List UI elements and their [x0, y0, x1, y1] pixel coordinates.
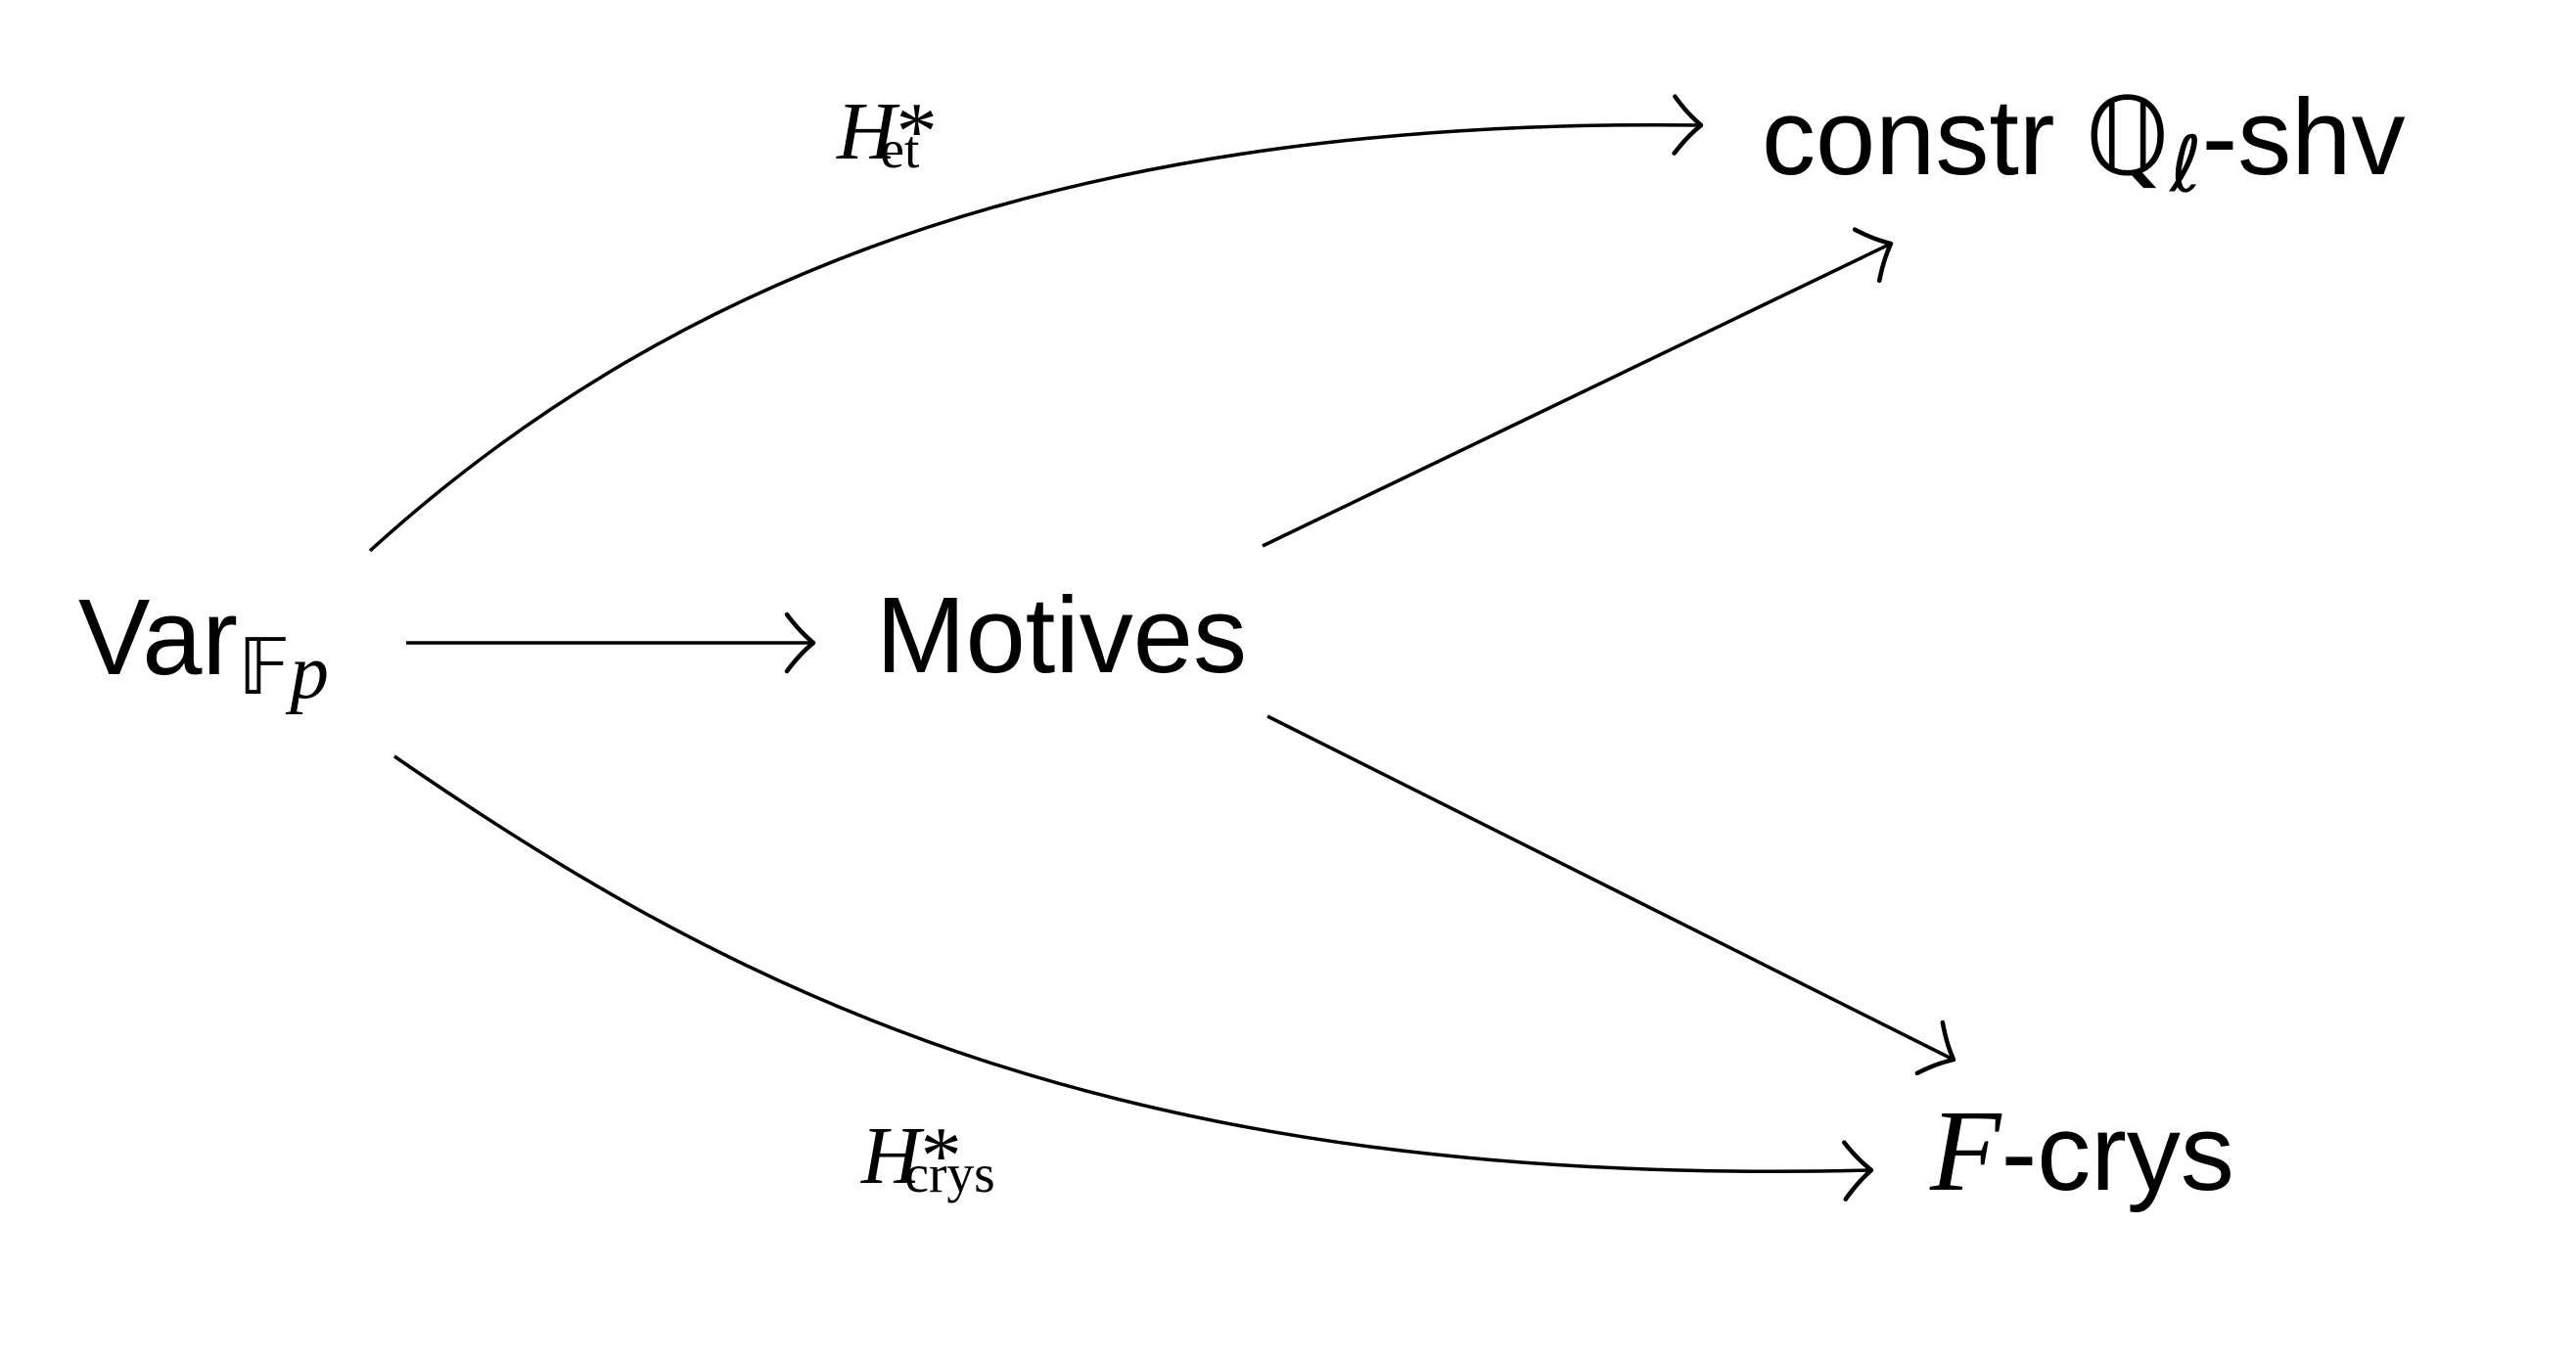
edge-motives-to-constr	[1262, 227, 1894, 548]
label-h-et: H* et	[837, 83, 938, 182]
edge-var-to-fcrys-arc	[393, 754, 1874, 1201]
node-var-fp: Var𝔽p	[78, 573, 329, 719]
h-crys-base: H	[861, 1111, 921, 1201]
motives-word: Motives	[876, 575, 1247, 696]
edge-var-to-constr-arc	[368, 94, 1704, 553]
constr-suffix: -shv	[2201, 77, 2406, 198]
var-word: Var	[78, 577, 239, 698]
fcrys-suffix: -crys	[2001, 1093, 2234, 1213]
edge-motives-to-fcrys	[1266, 714, 1956, 1076]
blackboard-q: ℚ	[2085, 74, 2170, 200]
constr-word: constr	[1762, 77, 2055, 198]
constr-sub-ell: ℓ	[2169, 118, 2202, 210]
h-et-sub: et	[880, 118, 920, 179]
node-f-crys: F-crys	[1930, 1089, 2234, 1218]
h-crys-sub: crys	[904, 1143, 995, 1203]
label-h-crys: H* crys	[861, 1108, 995, 1206]
fcrys-f: F	[1930, 1086, 2001, 1215]
h-et-star: *	[896, 86, 938, 177]
h-crys-star: *	[920, 1111, 962, 1201]
blackboard-f: 𝔽	[238, 620, 291, 712]
node-motives: Motives	[876, 571, 1247, 701]
var-sub-p: p	[290, 628, 329, 715]
h-et-base: H	[837, 86, 897, 177]
